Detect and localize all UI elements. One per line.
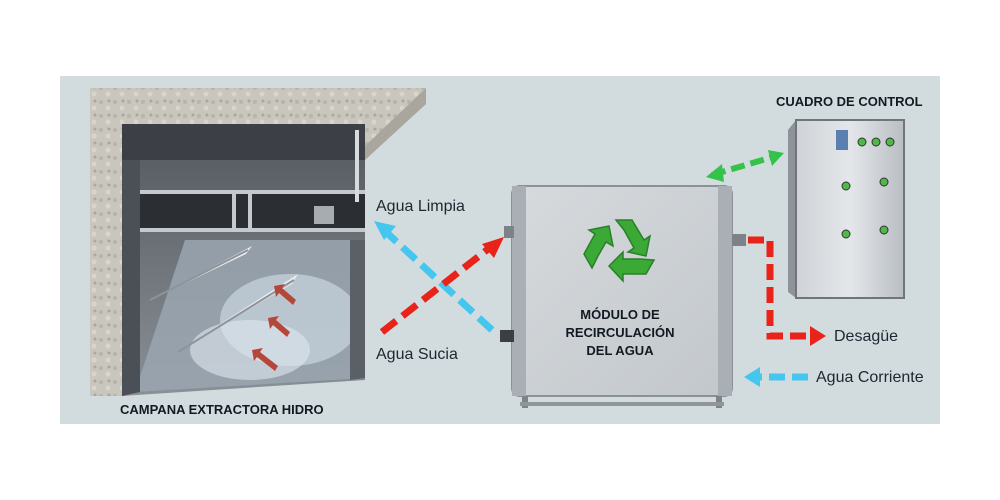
module-label: MÓDULO DE RECIRCULACIÓN DEL AGUA	[555, 306, 685, 360]
dirty-water-label: Agua Sucia	[376, 346, 458, 363]
clean-water-label: Agua Limpia	[376, 198, 465, 215]
drain-arrow	[748, 236, 826, 346]
module-label-line-3: DEL AGUA	[586, 343, 654, 358]
airflow-arrows	[252, 284, 296, 371]
dirty-water-arrow	[379, 237, 504, 335]
control-panel-cabinet	[788, 119, 905, 299]
hood-label: CAMPANA EXTRACTORA HIDRO	[120, 402, 324, 417]
running-water-label: Agua Corriente	[816, 369, 924, 386]
recycle-icon	[583, 219, 656, 283]
clean-water-arrow	[374, 221, 495, 333]
control-panel-label: CUADRO DE CONTROL	[776, 94, 923, 109]
recirculation-module	[500, 185, 746, 408]
drain-label: Desagüe	[834, 328, 899, 345]
extraction-hood	[90, 88, 426, 396]
bidirectional-arrow-icon	[706, 150, 784, 182]
module-label-line-2: RECIRCULACIÓN	[565, 325, 675, 340]
running-water-arrow	[744, 367, 808, 387]
module-label-line-1: MÓDULO DE	[580, 307, 660, 322]
